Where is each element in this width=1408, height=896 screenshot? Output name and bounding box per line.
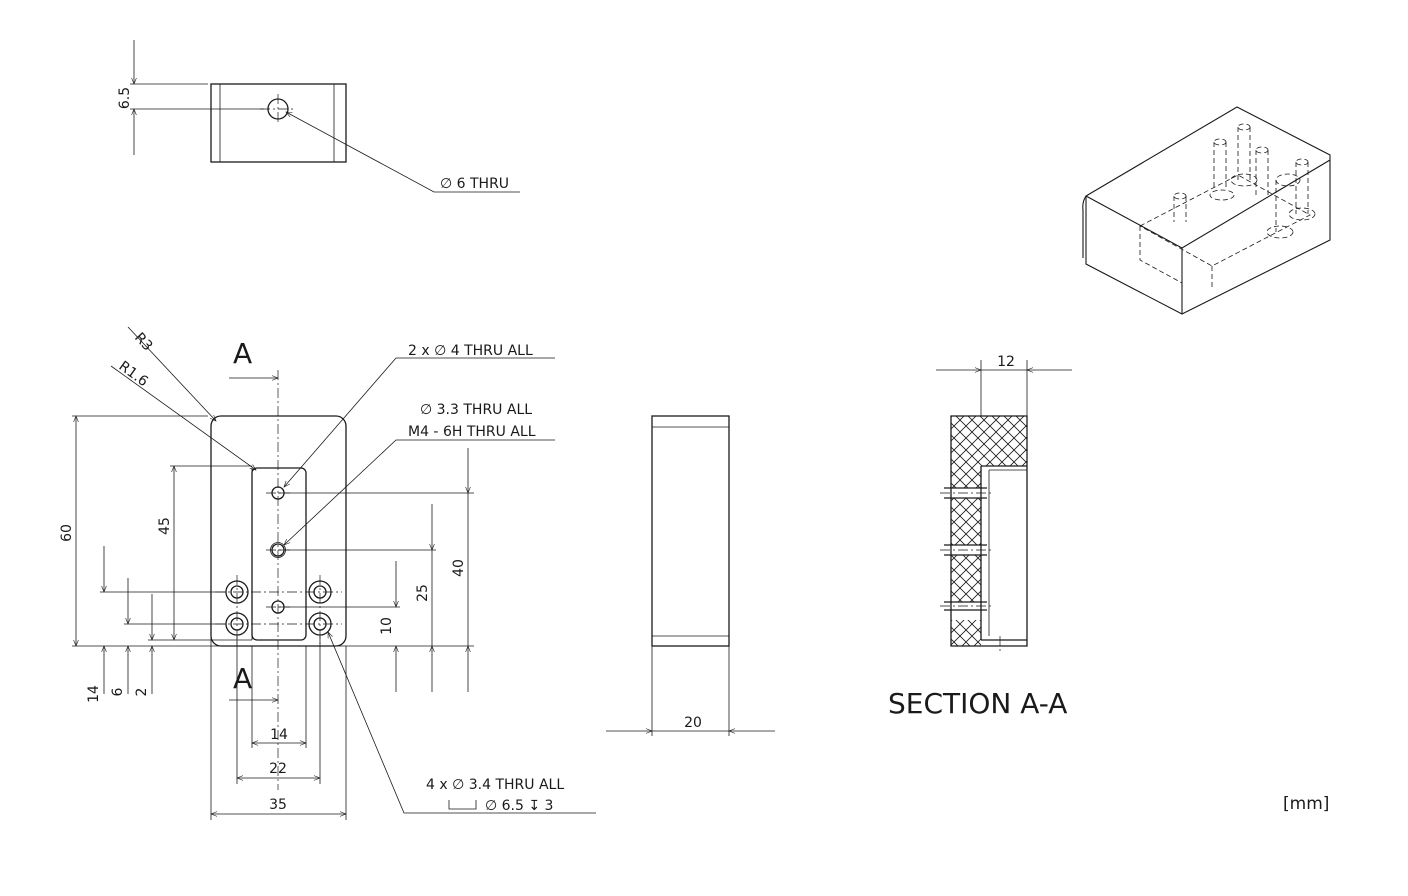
note-33-hole: ∅ 3.3 THRU ALL [420, 402, 532, 418]
dim-14-width: 14 [270, 727, 288, 743]
dim-45: 45 [157, 517, 173, 535]
units-label: [mm] [1283, 794, 1329, 814]
iso-pins [1173, 123, 1316, 239]
top-view: 6.5 ∅ 6 THRU [117, 40, 520, 193]
note-top-hole: ∅ 6 THRU [440, 176, 509, 192]
dim-35: 35 [269, 797, 287, 813]
top-view-outline [210, 83, 347, 163]
dim-2: 2 [134, 688, 150, 697]
note-4x-hole-line1: 4 x ∅ 3.4 THRU ALL [426, 777, 564, 793]
section-label-bottom: A [233, 662, 252, 695]
dim-60: 60 [59, 524, 75, 542]
dim-top-offset: 6.5 [117, 87, 133, 109]
dim-r3: R3 [131, 330, 155, 355]
section-label-top: A [233, 337, 252, 370]
section-title: SECTION A-A [888, 687, 1067, 720]
dim-14-left: 14 [86, 685, 102, 703]
front-view: A A R3 R1.6 2 x ∅ 4 THRU ALL ∅ 3.3 THRU … [59, 326, 596, 820]
dim-12: 12 [997, 354, 1015, 370]
note-4x-hole-line2: ∅ 6.5 ↧ 3 [485, 798, 553, 814]
dim-40: 40 [451, 559, 467, 577]
dim-6: 6 [110, 687, 126, 696]
dim-r16: R1.6 [116, 358, 151, 390]
note-m4-hole: M4 - 6H THRU ALL [408, 424, 536, 440]
dim-20: 20 [684, 715, 702, 731]
dim-25: 25 [415, 584, 431, 602]
pocket [251, 467, 307, 641]
note-2x-hole: 2 x ∅ 4 THRU ALL [408, 343, 533, 359]
side-view: 20 [606, 415, 775, 736]
dim-10: 10 [379, 617, 395, 635]
front-outline [210, 415, 347, 647]
section-view: 12 SECTION A-A [888, 354, 1072, 720]
dim-22: 22 [269, 761, 287, 777]
side-outline [651, 415, 730, 647]
isometric-view [1082, 106, 1331, 315]
